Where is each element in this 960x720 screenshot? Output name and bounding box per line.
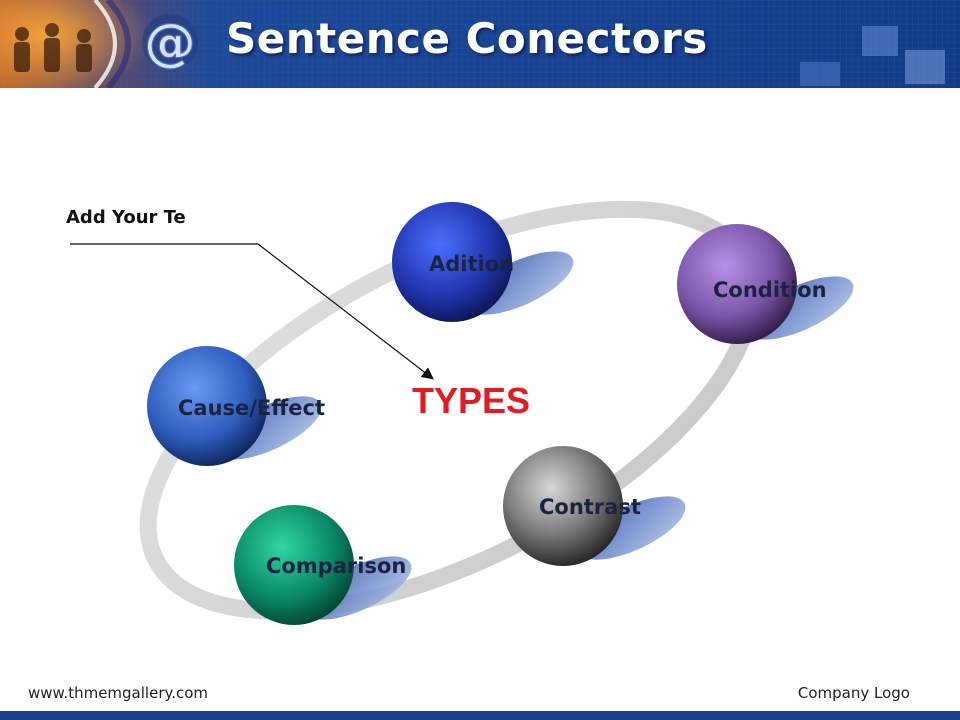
condition-label: Condition [713,278,827,302]
footer-company-logo: Company Logo [798,684,910,702]
footer-url: www.thmemgallery.com [28,684,208,702]
callout-text: Add Your Te [66,207,186,228]
cause-effect-label: Cause/Effect [178,396,325,420]
footer-bar [0,711,960,720]
types-label: TYPES [412,380,530,422]
comparison-label: Comparison [266,554,406,578]
adition-label: Adition [429,252,514,276]
contrast-label: Contrast [539,495,641,519]
